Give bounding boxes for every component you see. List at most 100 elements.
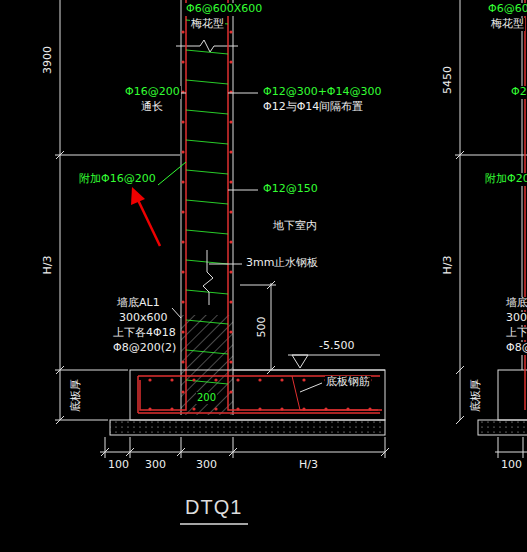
floor-line	[233, 370, 385, 371]
bar-dot	[258, 407, 261, 410]
bar-dot	[229, 150, 232, 153]
annotation-text: 上下各4Φ18	[112, 327, 177, 340]
footing-outline	[498, 370, 527, 420]
bar-dot	[229, 300, 232, 303]
bar-dot	[148, 378, 151, 381]
annotation-text: 附加Φ16@200	[78, 173, 157, 186]
pointer-arrow	[138, 200, 160, 246]
bar-dot	[181, 300, 184, 303]
annotation-text: 梅花型	[490, 18, 525, 31]
annotation-text: 通长	[140, 101, 164, 114]
tie-bar	[186, 140, 228, 144]
dimension-text: 底板厚	[70, 378, 83, 413]
dimension-text: H/3	[42, 255, 55, 276]
annotation-text: Φ12与Φ14间隔布置	[262, 101, 364, 114]
dimension-text: 5450	[442, 65, 455, 95]
annotation-text: Φ16@200	[124, 86, 181, 99]
bar-dot	[302, 378, 305, 381]
annotation-text: Φ2	[510, 86, 527, 99]
annotation-text: 底板钢筋	[325, 376, 371, 389]
tie-bar	[186, 170, 228, 174]
bar-dot	[229, 30, 232, 33]
annotation-text: 300	[195, 459, 218, 472]
tie-bar	[186, 320, 228, 324]
bar-dot	[192, 407, 195, 410]
cushion-layer	[478, 420, 527, 435]
dimension-line	[60, 0, 61, 420]
annotation-text: 墙底AL1	[116, 297, 161, 310]
elevation-mark	[292, 355, 308, 368]
dimension-text: 500	[256, 316, 269, 339]
tie-bar	[186, 80, 228, 84]
bar-dot	[148, 407, 151, 410]
bar-dot	[229, 120, 232, 123]
dimension-line	[495, 452, 527, 453]
bar-dot	[229, 270, 232, 273]
bar-dot	[170, 407, 173, 410]
bar-dot	[181, 330, 184, 333]
cushion-layer	[110, 420, 385, 435]
annotation-text: 上下	[505, 327, 527, 340]
dimension-tick	[101, 448, 389, 456]
tie-bar	[186, 350, 228, 354]
annotation-text: 梅花型	[190, 18, 225, 31]
dimension-line	[460, 0, 461, 420]
annotation-text: Φ6@600X600	[487, 3, 527, 16]
dimension-line	[271, 283, 272, 370]
leader-line	[158, 162, 186, 185]
annotation-text: Φ12@150	[262, 183, 319, 196]
tie-bar	[186, 110, 228, 114]
bar-dot	[181, 60, 184, 63]
bar-dot	[258, 378, 261, 381]
bar-dot	[181, 120, 184, 123]
annotation-text: 200	[196, 392, 217, 404]
extension-line	[55, 420, 108, 421]
bar-dot	[181, 30, 184, 33]
annotation-text: 300x600	[118, 312, 169, 325]
bar-dot	[229, 390, 232, 393]
extension-line	[498, 437, 523, 458]
leader-line	[172, 308, 181, 318]
wall-edge	[181, 0, 182, 415]
bar-dot	[229, 210, 232, 213]
bar-dot	[181, 150, 184, 153]
wall-edge	[233, 0, 234, 415]
bar-dot	[229, 60, 232, 63]
bar-dot	[181, 390, 184, 393]
annotation-text: 墙底	[505, 297, 527, 310]
dimension-tick	[56, 151, 64, 424]
bar-dot	[229, 180, 232, 183]
ring-beam-hatch	[181, 315, 233, 415]
dimension-line	[100, 452, 385, 453]
bar-dot	[214, 407, 217, 410]
extension-line	[55, 370, 128, 371]
annotation-text: 地下室内	[272, 220, 318, 233]
bar-dot	[181, 270, 184, 273]
bar-dot	[236, 407, 239, 410]
bar-dot	[214, 378, 217, 381]
annotation-text: -5.500	[318, 340, 355, 353]
water-stop-plate	[203, 250, 213, 305]
leader-line	[228, 190, 258, 191]
extension-line	[55, 155, 180, 156]
annotation-text: 300	[505, 312, 527, 325]
bar-dot	[229, 360, 232, 363]
tie-bar	[186, 380, 228, 384]
tie-bar	[186, 200, 228, 204]
bar-dot	[236, 378, 239, 381]
drawing-title: DTQ1	[184, 496, 243, 519]
bar-dot	[170, 378, 173, 381]
dimension-text: H/3	[442, 255, 455, 276]
bar-dot	[229, 330, 232, 333]
footing-rebar	[138, 376, 380, 413]
bar-dot	[181, 360, 184, 363]
bar-dot	[181, 210, 184, 213]
annotation-text: Φ12@300+Φ14@300	[262, 86, 383, 99]
wall-rebar	[228, 0, 382, 410]
annotation-text: 100	[500, 459, 523, 472]
bar-dot	[181, 180, 184, 183]
leader-line	[209, 264, 242, 265]
